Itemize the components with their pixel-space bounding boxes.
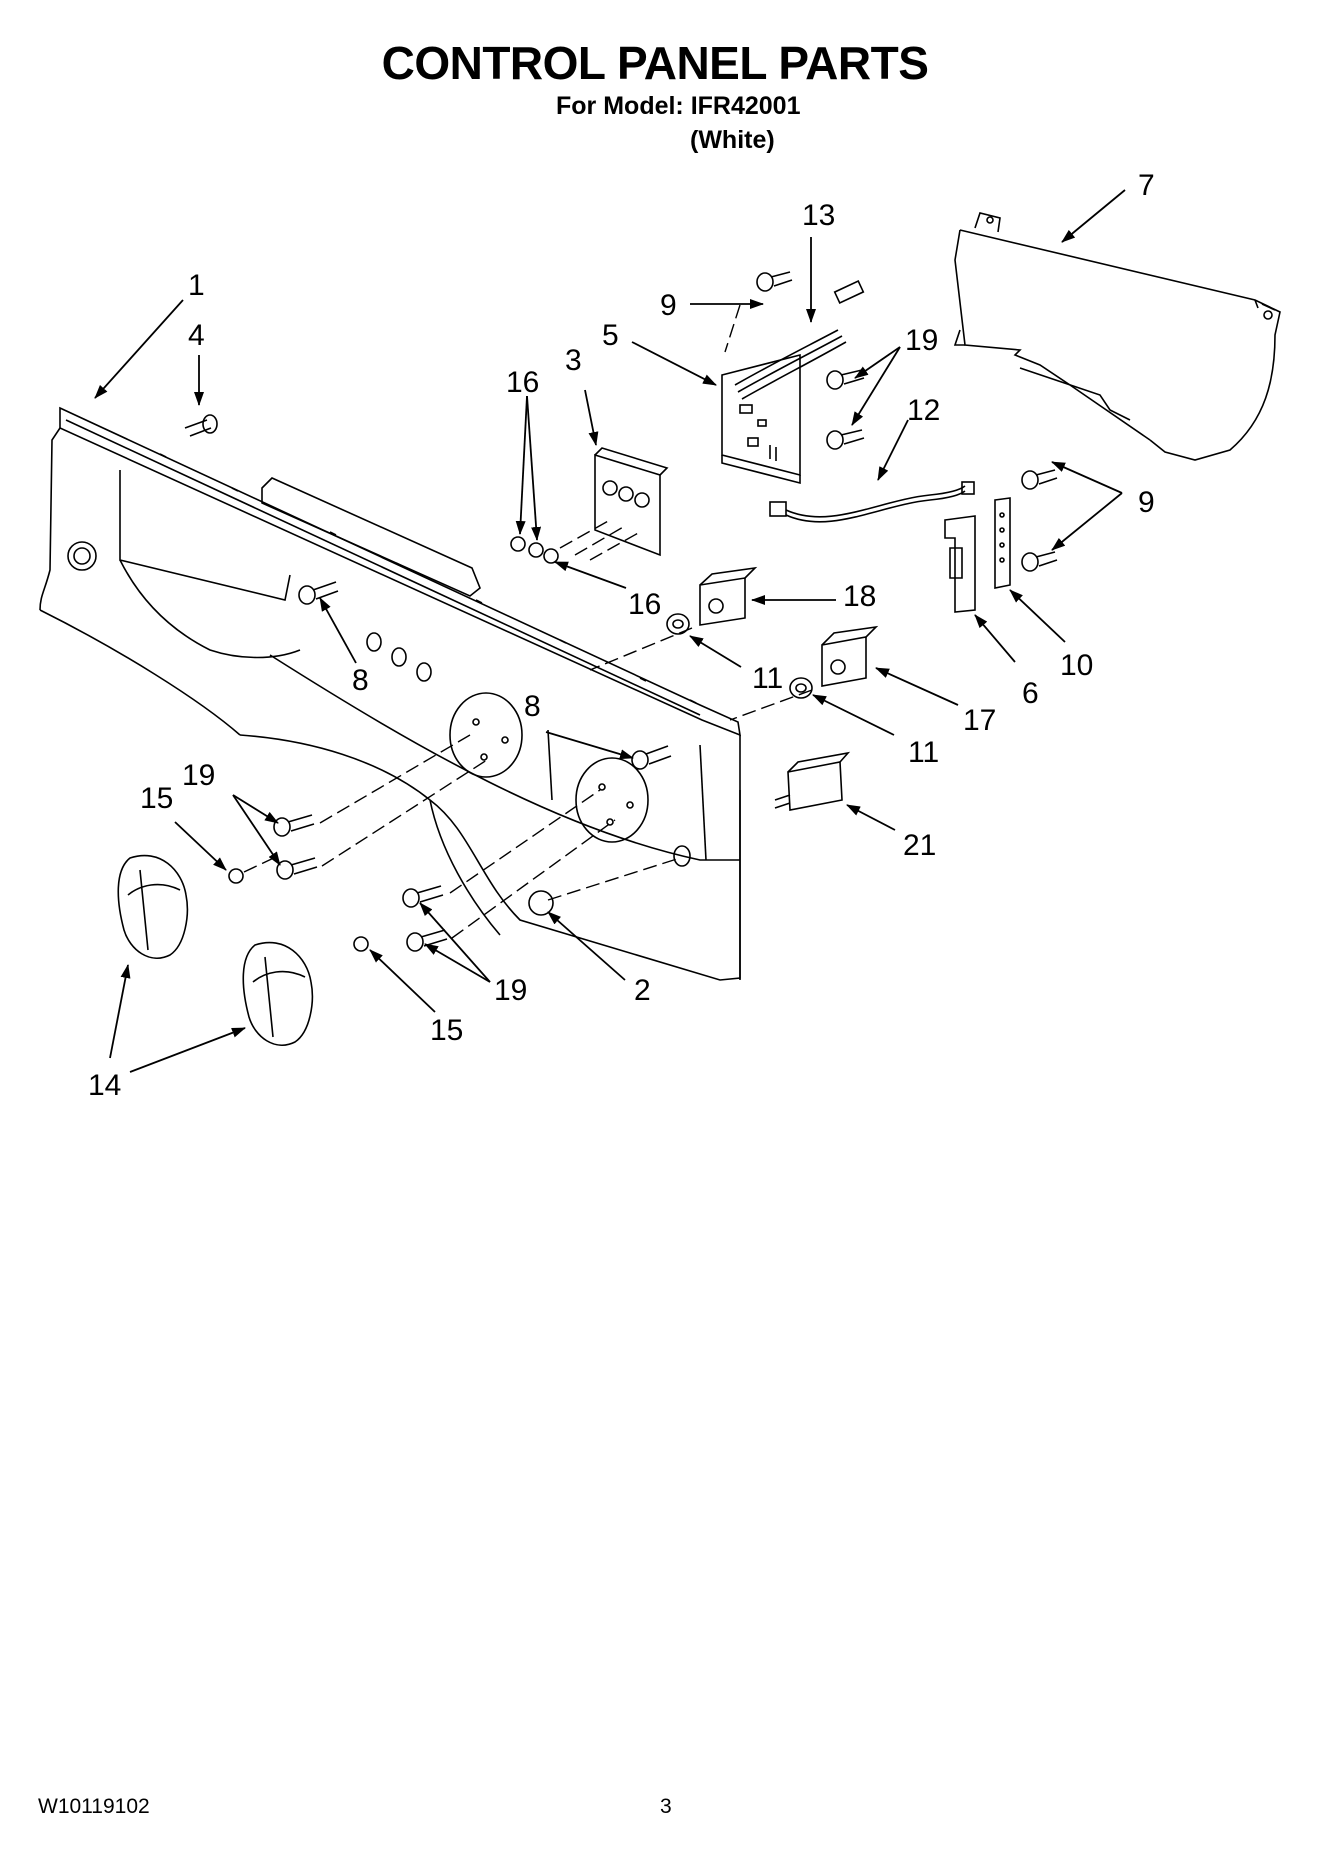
callout-9-board: 9	[660, 289, 677, 322]
rear-bracket	[953, 212, 1281, 461]
screws	[184, 271, 1058, 952]
callout-8-left: 8	[352, 664, 369, 697]
callout-11-upper: 11	[752, 662, 783, 695]
latch-and-plate	[944, 497, 1011, 613]
callout-1: 1	[188, 269, 205, 302]
callout-4: 4	[188, 319, 205, 352]
callout-12: 12	[907, 394, 940, 427]
callout-10: 10	[1060, 649, 1093, 682]
page-number: 3	[660, 1795, 672, 1818]
document-number: W10119102	[38, 1795, 150, 1818]
callout-7: 7	[1138, 169, 1155, 202]
callout-2: 2	[634, 974, 651, 1007]
callout-16-bottom: 16	[628, 588, 661, 621]
model-number: For Model: IFR42001	[556, 92, 801, 120]
callout-8-right: 8	[524, 690, 541, 723]
wire-harness	[769, 481, 975, 523]
callout-21: 21	[903, 829, 936, 862]
control-console	[39, 406, 742, 981]
callout-19-center: 19	[494, 974, 527, 1007]
callout-17: 17	[963, 704, 996, 737]
callout-18: 18	[843, 580, 876, 613]
callout-19-board: 19	[905, 324, 938, 357]
callout-14: 14	[88, 1069, 121, 1102]
callout-labels: 1 4 8 8 19 15 14 15 19 2 16 3 16 9 13 5 …	[88, 169, 1155, 1102]
switch	[594, 447, 669, 557]
leader-arrows	[94, 189, 1126, 1073]
callout-3: 3	[565, 344, 582, 377]
button-caps	[510, 536, 559, 564]
callout-19-left: 19	[182, 759, 215, 792]
callout-15-right: 15	[430, 1014, 463, 1047]
control-knobs	[117, 854, 314, 1046]
callout-15-left: 15	[140, 782, 173, 815]
page-title: CONTROL PANEL PARTS	[381, 37, 929, 89]
callout-16-top: 16	[506, 366, 539, 399]
model-color: (White)	[690, 126, 775, 154]
callout-13: 13	[802, 199, 835, 232]
push-switch	[774, 751, 851, 811]
callout-9-right: 9	[1138, 486, 1155, 519]
callout-11-lower: 11	[908, 736, 939, 769]
callout-5: 5	[602, 319, 619, 352]
timer-motors	[666, 566, 879, 699]
control-board	[721, 280, 865, 485]
callout-6: 6	[1022, 677, 1039, 710]
